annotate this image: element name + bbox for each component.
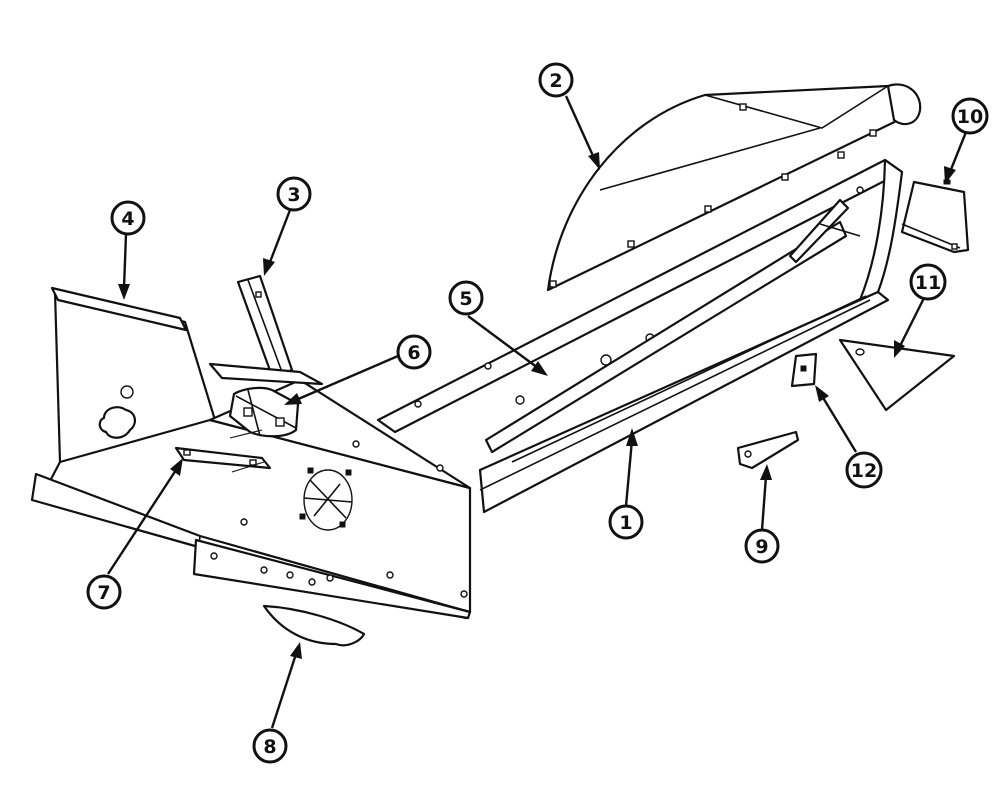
part-10-end-plate <box>900 179 970 254</box>
part-3-vertical-bracket <box>236 274 294 378</box>
callout-2: 2 <box>538 62 574 98</box>
part-9-clip <box>736 430 800 470</box>
callout-9: 9 <box>744 528 780 564</box>
svg-text:7: 7 <box>97 582 110 604</box>
svg-text:11: 11 <box>915 272 941 294</box>
svg-text:9: 9 <box>755 536 768 558</box>
left-end-housing <box>30 286 472 620</box>
callout-5: 5 <box>448 280 484 316</box>
callout-3: 3 <box>276 176 312 212</box>
leader-lines <box>106 95 968 729</box>
part-1-main-body <box>376 158 904 514</box>
part-5-divider-strip <box>484 198 861 454</box>
part-2-upper-cover <box>546 83 922 292</box>
callout-7: 7 <box>86 574 122 610</box>
svg-text:8: 8 <box>263 736 276 758</box>
part-7-lower-bracket <box>174 429 272 473</box>
svg-text:12: 12 <box>851 460 877 482</box>
callout-8: 8 <box>252 728 288 764</box>
part-6-mounting-bracket <box>208 362 324 438</box>
svg-text:3: 3 <box>287 184 300 206</box>
callout-4: 4 <box>110 200 146 236</box>
svg-text:1: 1 <box>619 512 632 534</box>
callout-11: 11 <box>909 263 947 301</box>
callout-6: 6 <box>396 334 432 370</box>
part-12-square-plate <box>790 352 818 388</box>
svg-text:10: 10 <box>957 106 983 128</box>
svg-text:4: 4 <box>121 208 134 230</box>
svg-text:6: 6 <box>407 342 420 364</box>
callout-10: 10 <box>951 97 989 135</box>
svg-text:2: 2 <box>549 70 562 92</box>
part-8-wear-shoe <box>262 604 366 647</box>
svg-text:5: 5 <box>459 288 472 310</box>
callout-12: 12 <box>845 451 883 489</box>
callout-1: 1 <box>608 504 644 540</box>
